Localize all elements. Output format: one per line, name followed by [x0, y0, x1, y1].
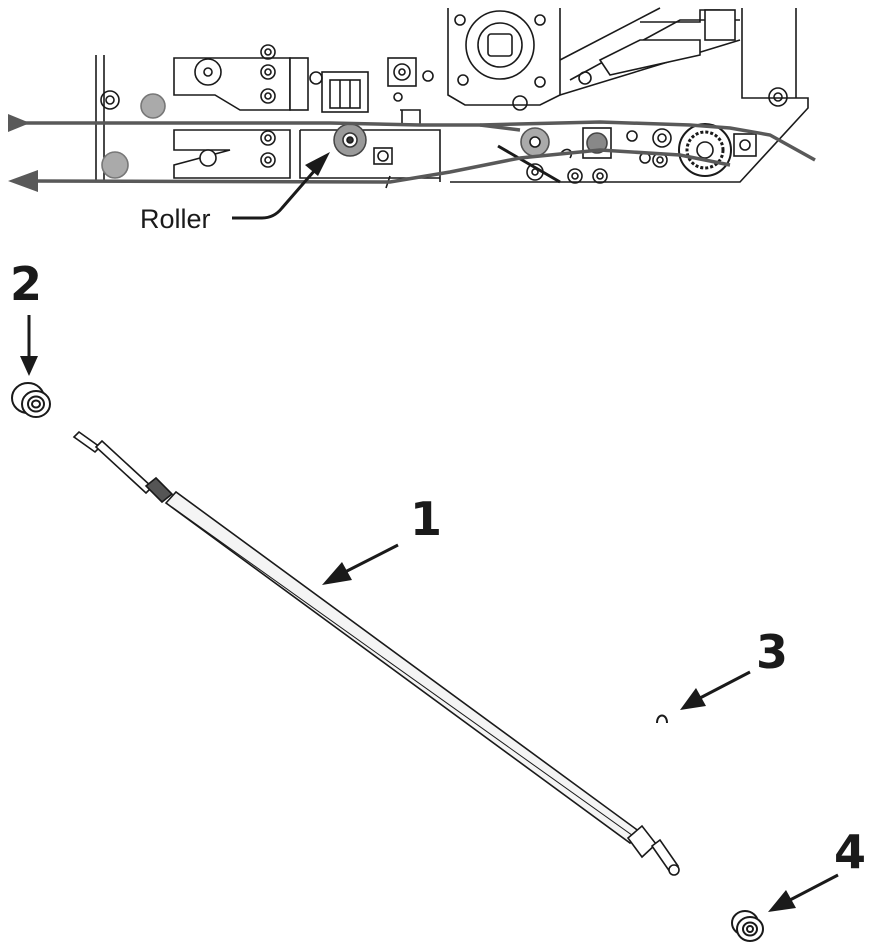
callout-3-number: 3 [756, 625, 788, 679]
callout-2: 2 [10, 257, 42, 376]
callout-1: 1 [322, 492, 442, 585]
clip-part-3 [656, 714, 668, 724]
callout-4-number: 4 [834, 825, 866, 879]
bushing-part-2 [11, 382, 51, 418]
media-in-arrow [8, 114, 30, 132]
roller-callout: Roller [140, 152, 330, 234]
media-out-arrow [8, 170, 38, 192]
media-path [10, 120, 816, 184]
roller-label: Roller [140, 204, 211, 234]
roller-gear [333, 123, 367, 157]
printer-mechanism [95, 7, 809, 189]
bushing-part-4 [731, 910, 764, 942]
callout-2-number: 2 [10, 257, 42, 311]
callout-1-number: 1 [410, 492, 442, 546]
callout-4: 4 [768, 825, 866, 912]
callout-3: 3 [680, 625, 788, 710]
roller-shaft-part-1 [72, 430, 680, 876]
